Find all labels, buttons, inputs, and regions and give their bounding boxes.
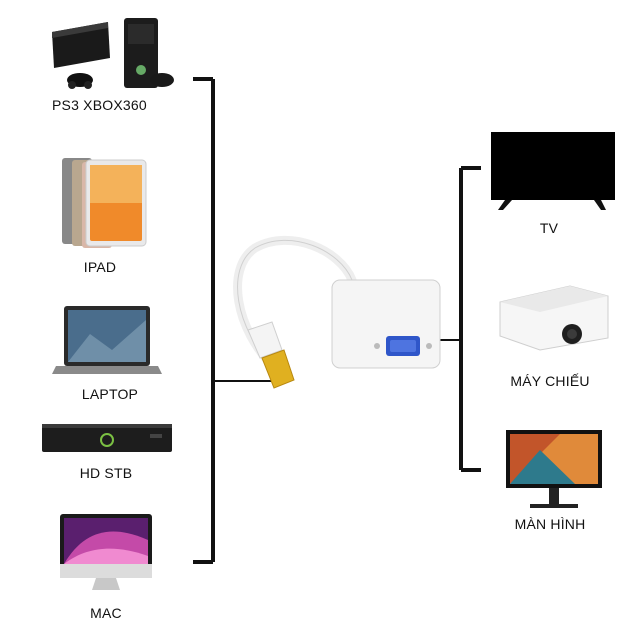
left-bracket bbox=[193, 79, 213, 562]
label-laptop: LAPTOP bbox=[60, 386, 160, 402]
projector-icon bbox=[500, 286, 608, 350]
ipad-icon bbox=[62, 158, 146, 248]
set-top-box-icon bbox=[42, 424, 172, 452]
imac-icon bbox=[60, 514, 152, 590]
label-mac: MAC bbox=[66, 605, 146, 621]
monitor-icon bbox=[506, 430, 602, 508]
game-console-icon bbox=[52, 18, 174, 89]
right-bracket bbox=[461, 168, 481, 470]
label-man-hinh: MÀN HÌNH bbox=[500, 516, 600, 532]
laptop-icon bbox=[52, 306, 162, 374]
hdmi-to-vga-adapter-icon bbox=[238, 240, 440, 388]
label-ps3-xbox360: PS3 XBOX360 bbox=[52, 97, 192, 113]
label-may-chieu: MÁY CHIẾU bbox=[500, 373, 600, 389]
label-tv: TV bbox=[519, 220, 579, 236]
tv-icon bbox=[491, 132, 615, 210]
label-hd-stb: HD STB bbox=[60, 465, 152, 481]
label-ipad: IPAD bbox=[60, 259, 140, 275]
